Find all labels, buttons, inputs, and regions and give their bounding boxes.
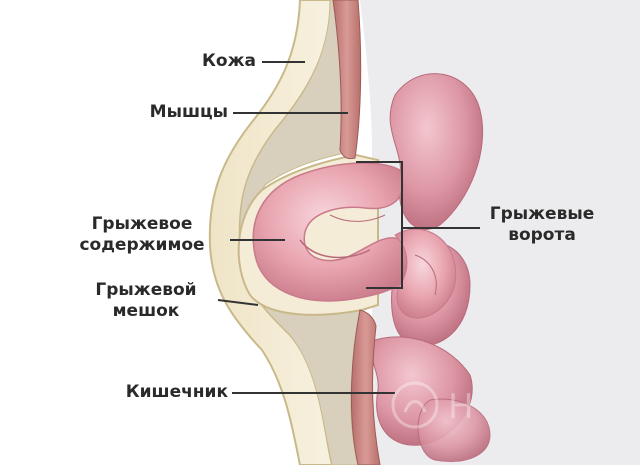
label-hernia-sac-line1: Грыжевой <box>95 280 197 300</box>
label-hernia-content-line1: Грыжевое <box>91 214 193 234</box>
leader-sac <box>217 299 259 306</box>
intestine-loop-mid-fold <box>414 254 437 296</box>
hernia-loop-fold <box>299 239 371 259</box>
label-muscles: Мышцы <box>149 102 228 122</box>
muscle-upper <box>332 0 362 160</box>
svg-text:H: H <box>448 387 474 427</box>
label-hernia-gate-line1: Грыжевые <box>489 204 595 224</box>
intestine-back-upper <box>389 73 484 230</box>
label-hernia-content-line2: содержимое <box>79 235 205 255</box>
hernia-loop-crease <box>329 214 386 222</box>
intestine-back-tail <box>417 398 491 463</box>
watermark-logo: H <box>391 381 474 429</box>
fat-layer <box>239 0 363 466</box>
intestine-loop-mid <box>394 228 457 319</box>
label-hernia-content: Грыжевое содержимое <box>54 214 230 256</box>
muscle-lower <box>350 309 381 466</box>
label-hernia-gate: Грыжевые ворота <box>478 204 606 246</box>
label-skin: Кожа <box>202 51 256 71</box>
label-hernia-gate-line2: ворота <box>508 225 576 245</box>
label-hernia-sac: Грыжевой мешок <box>76 280 216 322</box>
hernia-gate-bracket <box>356 161 403 289</box>
label-intestine: Кишечник <box>125 382 228 402</box>
label-hernia-sac-line2: мешок <box>112 301 180 321</box>
